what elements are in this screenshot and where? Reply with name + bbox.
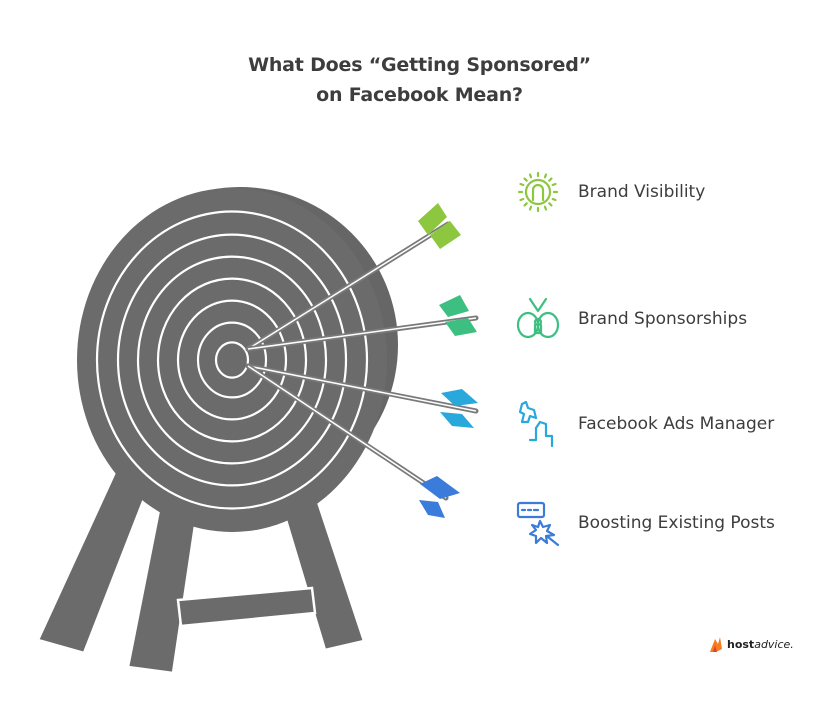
arrows: [245, 203, 479, 518]
stand-leg-right: [278, 498, 366, 652]
arrow-green: [245, 203, 461, 352]
boost-post-icon: [516, 501, 560, 547]
target-ring-6: [196, 321, 268, 399]
target-ring-1: [95, 210, 369, 510]
item-boosting-existing-posts: Boosting Existing Posts: [512, 499, 775, 547]
item-brand-sponsorships: Brand Sponsorships: [512, 295, 747, 343]
arrow-indigo: [245, 363, 460, 518]
target-face-disc: [77, 188, 387, 532]
arrow-teal: [245, 295, 479, 352]
logo-mark-icon: [710, 637, 722, 652]
sun-lightbulb-icon: [517, 171, 559, 213]
target-stand: [36, 468, 366, 675]
stand-crossbar: [176, 586, 317, 628]
target-ring-7: [214, 341, 250, 379]
target-ring-2: [116, 233, 348, 487]
title-line-2: on Facebook Mean?: [316, 84, 523, 106]
title-line-1: What Does “Getting Sponsored”: [248, 54, 591, 76]
item-label: Brand Sponsorships: [578, 309, 748, 329]
item-label: Facebook Ads Manager: [578, 414, 775, 434]
logo-text-advice: advice.: [754, 637, 794, 651]
arrow-blue: [245, 363, 479, 428]
item-label: Boosting Existing Posts: [578, 513, 775, 533]
logo-text-host: host: [727, 637, 755, 651]
target-ring-3: [136, 255, 328, 465]
page-title: What Does “Getting Sponsored” on Faceboo…: [0, 50, 839, 110]
handshake-icon: [516, 297, 560, 339]
item-facebook-ads-manager: Facebook Ads Manager: [512, 400, 774, 448]
item-brand-visibility: Brand Visibility: [512, 168, 705, 216]
stand-leg-center: [126, 503, 199, 675]
stand-leg-left: [36, 468, 153, 655]
item-label: Brand Visibility: [578, 182, 706, 202]
hostadvice-logo: hostadvice.: [707, 634, 794, 654]
target-ring-4: [156, 277, 308, 443]
target-ring-5: [176, 299, 288, 421]
hands-icon: [518, 400, 554, 448]
target-face: [77, 188, 387, 532]
